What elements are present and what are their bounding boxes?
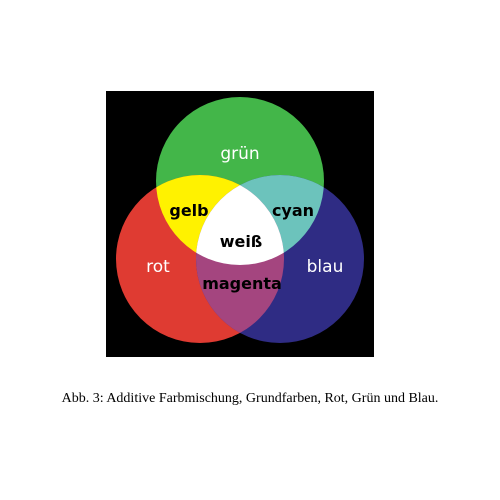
label-red: rot bbox=[146, 257, 170, 277]
venn-diagram-svg: grün gelb cyan weiß rot blau magenta bbox=[106, 91, 374, 357]
label-magenta: magenta bbox=[202, 274, 282, 293]
additive-color-diagram: grün gelb cyan weiß rot blau magenta bbox=[106, 91, 374, 357]
label-cyan: cyan bbox=[272, 201, 314, 220]
label-green: grün bbox=[220, 144, 259, 164]
label-white: weiß bbox=[220, 232, 263, 251]
label-blue: blau bbox=[307, 257, 344, 277]
label-yellow: gelb bbox=[169, 201, 208, 220]
figure-caption: Abb. 3: Additive Farbmischung, Grundfarb… bbox=[61, 391, 439, 406]
